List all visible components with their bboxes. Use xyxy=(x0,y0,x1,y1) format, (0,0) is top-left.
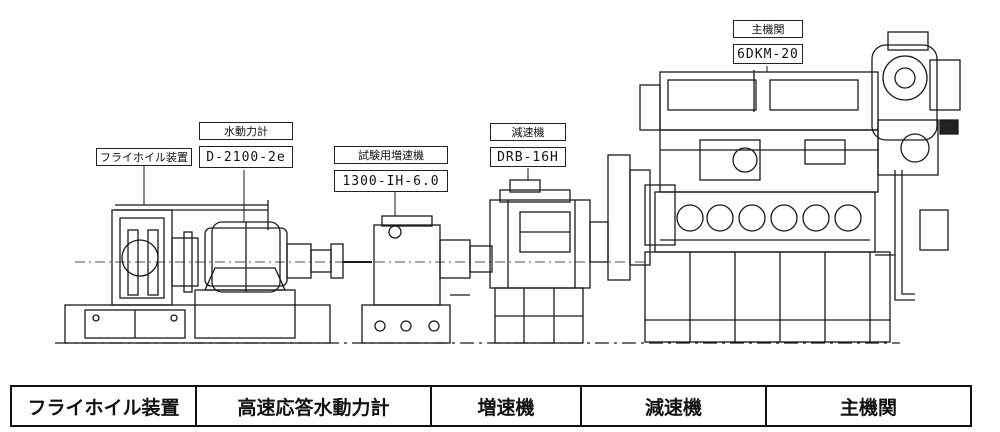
test-gear-title-label: 試験用増速機 xyxy=(334,146,448,164)
main-engine-model-label: 6DKM-20 xyxy=(733,44,803,64)
dynamometer-title-label: 水動力計 xyxy=(199,122,293,140)
water-dynamometer xyxy=(194,221,372,339)
reducer-model-label: DRB-16H xyxy=(490,147,566,167)
component-table: フライホイル装置 高速応答水動力計 増速機 減速機 主機関 xyxy=(10,385,972,427)
table-cell-reduction-gear: 減速機 xyxy=(582,387,767,425)
main-engine-title-label: 主機関 xyxy=(733,20,803,38)
main-engine xyxy=(607,31,961,343)
reduction-gear xyxy=(489,179,609,344)
test-gear-model-label: 1300-IH-6.0 xyxy=(334,170,448,192)
table-cell-dynamometer: 高速応答水動力計 xyxy=(197,387,432,425)
reducer-title-label: 減速機 xyxy=(490,123,566,141)
test-step-up-gearbox xyxy=(361,215,493,344)
table-cell-flywheel: フライホイル装置 xyxy=(12,387,197,425)
dynamometer-model-label: D-2100-2e xyxy=(199,146,293,168)
flywheel-unit xyxy=(64,200,331,344)
flywheel-title-label: フライホイル装置 xyxy=(96,148,192,166)
table-cell-main-engine: 主機関 xyxy=(839,396,897,419)
table-cell-step-up-gear: 増速機 xyxy=(432,387,582,425)
